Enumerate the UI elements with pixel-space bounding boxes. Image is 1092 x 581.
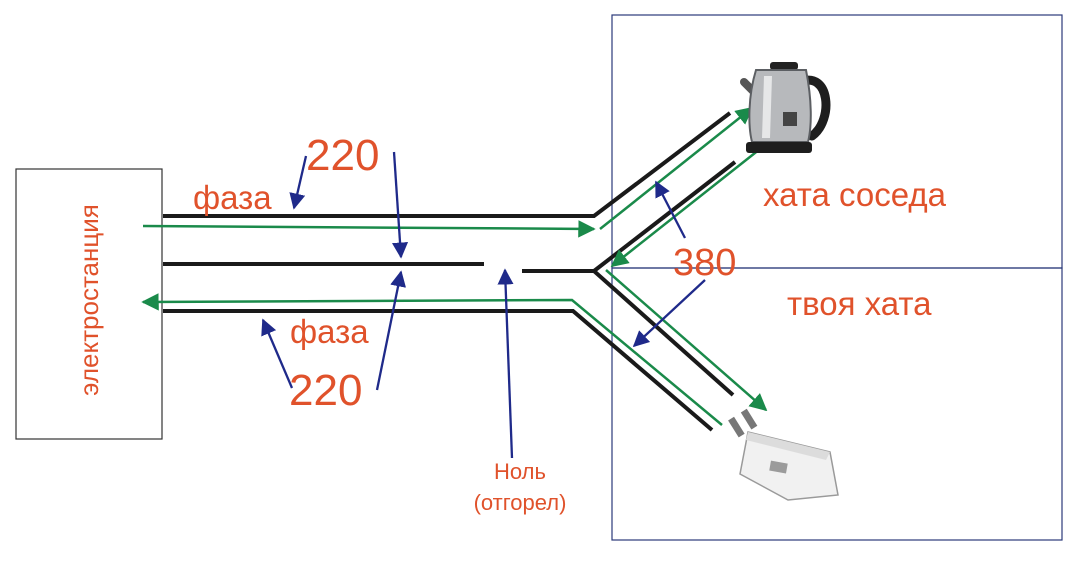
- neutral-label-line1: Ноль: [494, 459, 546, 484]
- current-arrows: [141, 106, 768, 426]
- your-house-box: [611, 267, 1063, 541]
- phase-wire-top: [163, 111, 732, 218]
- current-arrow-to-kettle: [599, 106, 754, 230]
- power-station-box: [15, 168, 163, 440]
- your-house-label: твоя хата: [787, 285, 932, 322]
- voltage-arrows: [261, 151, 706, 459]
- current-arrow-from-kettle: [610, 148, 761, 268]
- voltage-top-label: 220: [306, 131, 379, 180]
- current-arrow-back-to-station: [141, 293, 723, 426]
- phase-bottom-label: фаза: [290, 313, 369, 350]
- arrow-220-top-to-neutral: [392, 151, 409, 259]
- usb-charger-icon: [728, 408, 839, 501]
- neighbor-house-label: хата соседа: [763, 176, 947, 213]
- phase-wire-bottom: [163, 309, 714, 432]
- voltage-380-label: 380: [673, 242, 736, 284]
- arrow-380-up: [654, 180, 687, 239]
- arrow-220-top-to-phase: [289, 155, 308, 210]
- arrow-220-bottom-to-neutral: [375, 270, 407, 391]
- current-arrow-to-station: [142, 220, 596, 238]
- current-arrow-to-charger: [605, 269, 768, 412]
- kettle-icon: [740, 62, 831, 153]
- arrow-380-down: [632, 279, 706, 348]
- arrow-220-bottom-to-phase: [261, 318, 294, 389]
- phase-top-label: фаза: [193, 179, 272, 216]
- arrow-neutral-break: [497, 268, 514, 459]
- wires: [163, 111, 737, 432]
- power-station-label: электростанция: [74, 204, 104, 396]
- neutral-label-line2: (отгорел): [474, 490, 567, 515]
- neutral-branch-down: [592, 269, 735, 397]
- voltage-bottom-label: 220: [289, 366, 362, 415]
- neighbor-house-box: [611, 14, 1063, 269]
